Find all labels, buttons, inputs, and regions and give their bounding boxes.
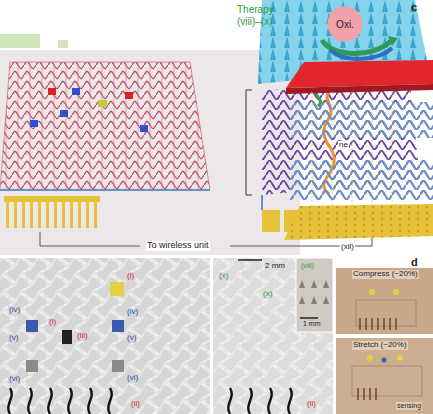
panel-label: 2 mm [264, 262, 286, 271]
node-text: Oxi. [327, 19, 363, 30]
panel-label: (vi) [8, 375, 21, 384]
panel-label: ne [338, 141, 349, 150]
molecule-circle: Oxi. [327, 6, 363, 42]
panel-label: (ii) [306, 400, 317, 409]
panel-label: (v) [126, 334, 137, 343]
panel-label: (xii) [340, 243, 355, 252]
panel-label: (x) [218, 272, 229, 281]
panel-label: To wireless unit [146, 241, 210, 251]
panel-label: (i) [126, 272, 135, 281]
panel-label: sensing [396, 402, 422, 410]
panel-label: (vi) [126, 374, 139, 383]
panel-label: (iv) [8, 306, 21, 315]
panel-label: Therapy [236, 4, 275, 15]
panel-label: 1 mm [302, 320, 322, 328]
panel-label: (ii) [130, 400, 141, 409]
panel-label: (iii) [76, 332, 89, 341]
panel-label: Compress (~20%) [352, 270, 419, 279]
panel-label: (viii)–(x) [236, 16, 274, 27]
panel-label: Stretch (~20%) [352, 341, 408, 350]
panel-label: (i) [48, 318, 57, 327]
panel-label: (v) [8, 334, 19, 343]
panel-label: (iv) [126, 308, 139, 317]
panel-label: (viii) [300, 262, 315, 270]
panel-label: (x) [262, 290, 273, 299]
panel-label: d [410, 256, 419, 268]
panel-label: c [410, 1, 418, 13]
